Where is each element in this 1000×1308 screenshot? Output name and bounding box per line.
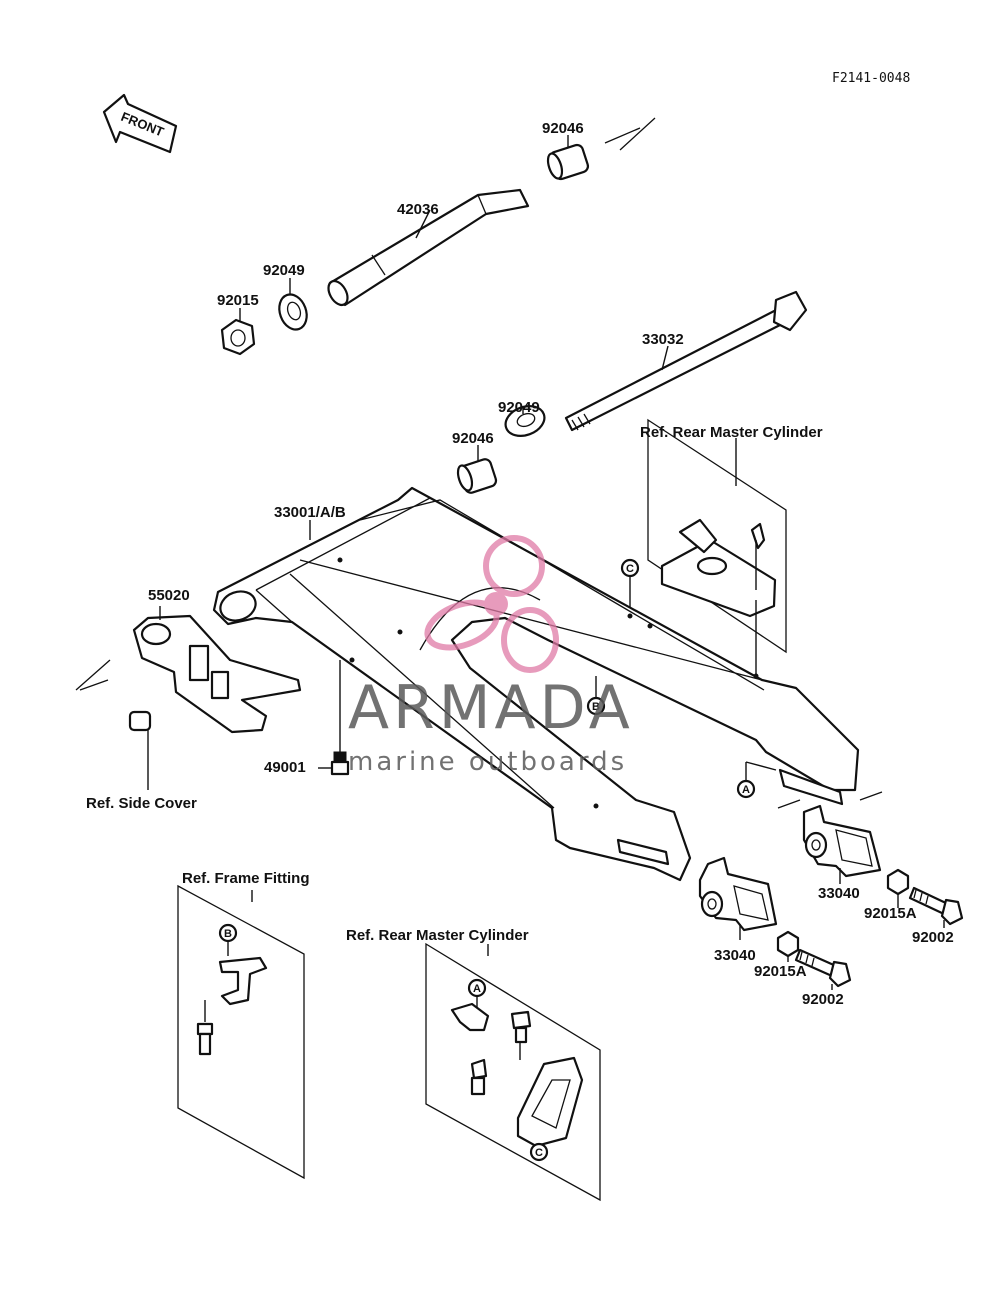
- marker-c-inset-label: C: [535, 1147, 543, 1159]
- part-92002-right-bolt: [908, 886, 964, 928]
- label-55020: 55020: [148, 587, 190, 604]
- marker-c-top-label: C: [626, 563, 634, 575]
- label-92046-mid: 92046: [452, 430, 494, 447]
- label-42036: 42036: [397, 201, 439, 218]
- part-49001-nipple: [318, 660, 350, 776]
- part-33040-left-adjuster: [698, 856, 778, 940]
- part-92002-left-bolt: [794, 948, 852, 990]
- label-33032: 33032: [642, 331, 684, 348]
- label-33001: 33001/A/B: [274, 504, 346, 521]
- ref-rear-master-bottom: Ref. Rear Master Cylinder: [346, 927, 529, 944]
- marker-b-inset-label: B: [224, 928, 232, 940]
- part-92015A-right-nut: [886, 868, 910, 908]
- front-arrow-icon: FRONT: [102, 93, 178, 154]
- part-92015-nut: [220, 308, 256, 356]
- part-42036-collar: [327, 188, 530, 307]
- marker-a-inset-label: A: [473, 983, 481, 995]
- label-33040-right: 33040: [818, 885, 860, 902]
- part-33001-swingarm: [212, 486, 860, 882]
- label-92049-top: 92049: [263, 262, 305, 279]
- label-92002-right: 92002: [912, 929, 954, 946]
- part-side-cover-collar: [128, 710, 152, 790]
- watermark-logo-icon: [424, 535, 559, 673]
- part-92049-mid: [504, 405, 546, 437]
- part-33040-right-adjuster: [802, 804, 882, 884]
- label-49001: 49001: [264, 759, 306, 776]
- marker-a-arm-label: A: [742, 784, 750, 796]
- ref-side-cover: Ref. Side Cover: [86, 795, 197, 812]
- label-92046-top: 92046: [542, 120, 584, 137]
- diagram-code: F2141-0048: [832, 71, 910, 86]
- label-92049-mid: 92049: [498, 399, 540, 416]
- watermark-tagline: marine outboards: [348, 747, 627, 777]
- part-92046-top: [546, 135, 590, 181]
- inset-frame-fitting: [177, 884, 305, 1180]
- label-33040-left: 33040: [714, 947, 756, 964]
- marker-b-arm-label: B: [592, 701, 600, 713]
- label-92002-left: 92002: [802, 991, 844, 1008]
- ref-rear-master-top: Ref. Rear Master Cylinder: [640, 424, 823, 441]
- ref-frame-fitting: Ref. Frame Fitting: [182, 870, 310, 887]
- part-92046-mid: [456, 445, 498, 494]
- marker-a-arm: [736, 761, 777, 799]
- inset-rear-master-top: [647, 418, 787, 676]
- watermark-brand: ARMADA: [348, 673, 634, 743]
- part-33032-axle: [564, 290, 808, 432]
- marker-b-arm: [586, 676, 606, 716]
- part-92049-top: [278, 278, 308, 331]
- label-92015A-right: 92015A: [864, 905, 917, 922]
- direction-hint-marks: [75, 117, 883, 809]
- label-92015A-left: 92015A: [754, 963, 807, 980]
- inset-rear-master-bottom: [425, 942, 601, 1202]
- label-92015: 92015: [217, 292, 259, 309]
- part-92015A-left-nut: [776, 930, 800, 962]
- part-55020-chain-guide: [132, 606, 302, 734]
